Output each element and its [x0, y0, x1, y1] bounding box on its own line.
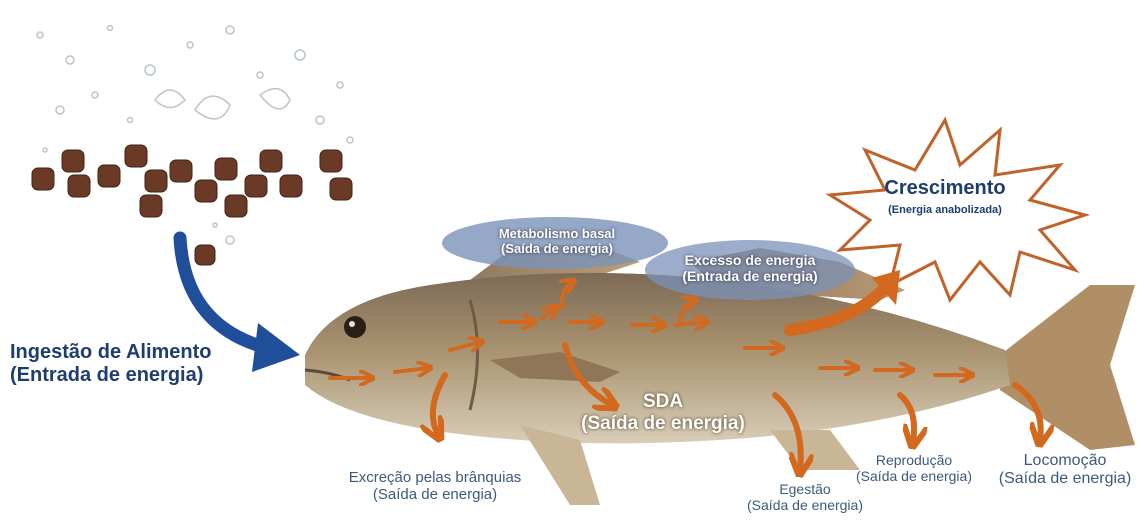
food-pellets-icon — [32, 145, 352, 265]
sda-title: SDA — [578, 391, 748, 413]
metabolism-title: Metabolismo basal — [452, 227, 662, 242]
growth-subtitle: (Energia anabolizada) — [850, 204, 1040, 217]
metabolism-subtitle: (Saída de energia) — [452, 242, 662, 257]
gill-excretion-label: Excreção pelas brânquias (Saída de energ… — [300, 469, 570, 504]
food-intake-title: Ingestão de Alimento — [10, 341, 212, 364]
egestion-subtitle: (Saída de energia) — [730, 497, 880, 513]
excess-energy-subtitle: (Entrada de energia) — [650, 268, 850, 284]
excess-energy-title: Excesso de energia — [650, 252, 850, 268]
food-intake-label: Ingestão de Alimento (Entrada de energia… — [10, 341, 212, 387]
gill-excretion-subtitle: (Saída de energia) — [300, 486, 570, 503]
food-intake-subtitle: (Entrada de energia) — [10, 364, 212, 387]
excess-energy-label: Excesso de energia (Entrada de energia) — [650, 252, 850, 284]
metabolism-label: Metabolismo basal (Saída de energia) — [452, 227, 662, 257]
reproduction-subtitle: (Saída de energia) — [840, 468, 988, 484]
locomotion-subtitle: (Saída de energia) — [983, 470, 1147, 488]
reproduction-title: Reprodução — [840, 452, 988, 468]
sda-label: SDA (Saída de energia) — [578, 391, 748, 435]
reproduction-label: Reprodução (Saída de energia) — [840, 452, 988, 484]
locomotion-title: Locomoção — [983, 452, 1147, 470]
egestion-label: Egestão (Saída de energia) — [730, 481, 880, 513]
sda-subtitle: (Saída de energia) — [578, 413, 748, 435]
gill-excretion-title: Excreção pelas brânquias — [300, 469, 570, 486]
growth-title: Crescimento — [850, 177, 1040, 200]
water-bubbles-icon — [37, 26, 353, 245]
locomotion-label: Locomoção (Saída de energia) — [983, 452, 1147, 489]
